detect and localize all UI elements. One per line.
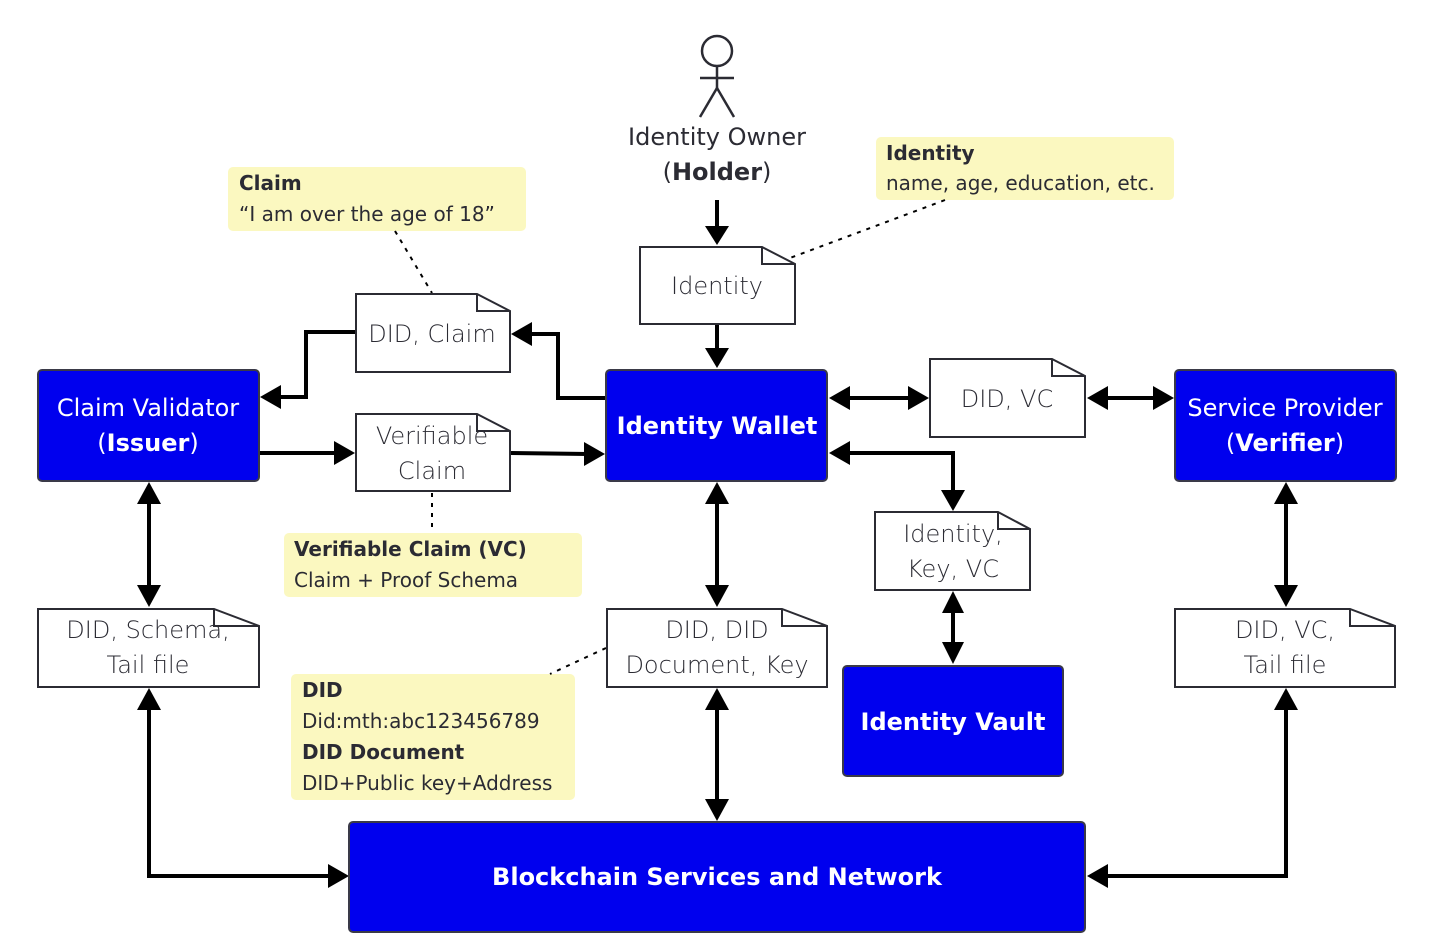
svg-text:Blockchain Services and Networ: Blockchain Services and Network	[492, 863, 943, 891]
note-did: DID Did:mth:abc123456789 DID Document DI…	[291, 674, 575, 800]
arrowhead	[705, 482, 729, 504]
svg-text:Tail file: Tail file	[1244, 651, 1327, 679]
svg-text:DID, VC: DID, VC	[961, 385, 1053, 413]
actor-role: (Holder)	[663, 158, 772, 186]
arrowhead	[941, 490, 965, 511]
document-icon	[355, 293, 511, 373]
document-identity-key-vc[interactable]: Identity, Key, VC	[874, 511, 1031, 591]
connector-wallet-didclaim	[528, 332, 606, 400]
svg-text:Claim Validator: Claim Validator	[57, 394, 239, 422]
connector-wallet-vaultdoc	[845, 451, 955, 494]
document-icon	[639, 246, 796, 325]
note-claim: Claim “I am over the age of 18”	[228, 167, 526, 231]
actor-label: Identity Owner	[628, 123, 806, 151]
document-did-schema-tail[interactable]: DID, Schema, Tail file	[37, 608, 260, 688]
arrowhead	[942, 642, 964, 664]
arrowhead	[829, 386, 850, 410]
identity-owner-actor[interactable]: Identity Owner (Holder)	[628, 34, 806, 186]
note-did-document-title: DID Document	[302, 740, 465, 764]
arrowhead	[511, 322, 532, 346]
arrowhead	[137, 585, 161, 607]
arrowhead	[829, 441, 850, 465]
document-did-vc-tail[interactable]: DID, VC, Tail file	[1174, 608, 1396, 688]
svg-text:(Verifier): (Verifier)	[1226, 429, 1344, 457]
document-icon	[1174, 608, 1396, 688]
arrowhead	[705, 688, 729, 710]
note-identity-title: Identity	[886, 141, 975, 165]
svg-text:Service Provider: Service Provider	[1187, 394, 1382, 422]
arrowhead	[1274, 585, 1298, 607]
svg-text:DID, VC,: DID, VC,	[1235, 616, 1335, 644]
arrowhead	[260, 385, 281, 409]
arrowhead	[705, 226, 729, 245]
svg-text:Key, VC: Key, VC	[907, 555, 999, 583]
svg-text:DID, DID: DID, DID	[665, 616, 768, 644]
claim-note-link	[394, 230, 433, 294]
arrowhead	[584, 442, 605, 466]
node-blockchain-network[interactable]: Blockchain Services and Network	[348, 821, 1086, 933]
document-icon	[37, 608, 260, 688]
arrowhead	[1274, 482, 1298, 504]
arrowhead	[705, 799, 729, 821]
svg-text:Identity,: Identity,	[903, 520, 1003, 548]
document-icon	[874, 511, 1031, 591]
connector-vc-wallet	[510, 451, 589, 456]
note-vc-title: Verifiable Claim (VC)	[294, 537, 527, 561]
arrowhead	[1274, 688, 1298, 710]
document-icon	[929, 358, 1086, 438]
note-claim-title: Claim	[239, 171, 302, 195]
svg-text:Tail file: Tail file	[107, 651, 190, 679]
note-did-value: Did:mth:abc123456789	[302, 709, 540, 733]
did-note-link	[549, 647, 607, 675]
svg-text:Claim: Claim	[398, 457, 466, 485]
arrowhead	[1087, 864, 1108, 888]
svg-text:Identity Wallet: Identity Wallet	[617, 412, 818, 440]
node-claim-validator[interactable]: Claim Validator (Issuer)	[37, 369, 260, 482]
stick-figure-icon	[698, 34, 736, 118]
svg-text:Identity Vault: Identity Vault	[861, 708, 1046, 736]
note-identity-body: name, age, education, etc.	[886, 171, 1155, 195]
document-did-vc[interactable]: DID, VC	[929, 358, 1086, 438]
connector-tail-blockchain	[1103, 706, 1288, 878]
arrowhead	[705, 348, 729, 368]
node-identity-vault[interactable]: Identity Vault	[842, 665, 1064, 777]
note-identity: Identity name, age, education, etc.	[876, 137, 1174, 200]
svg-text:Verifiable: Verifiable	[376, 422, 488, 450]
arrowhead	[1153, 386, 1174, 410]
connector-schema-blockchain	[147, 706, 332, 878]
document-did-claim[interactable]: DID, Claim	[355, 293, 511, 373]
document-icon	[355, 413, 511, 492]
svg-text:Identity: Identity	[671, 272, 763, 300]
arrowhead	[328, 864, 349, 888]
arrowhead	[334, 441, 355, 465]
identity-note-link	[789, 199, 946, 259]
svg-text:(Issuer): (Issuer)	[97, 429, 198, 457]
arrowhead	[137, 688, 161, 710]
svg-text:DID, Claim: DID, Claim	[368, 320, 495, 348]
arrowhead	[1087, 386, 1108, 410]
connectors	[137, 200, 1298, 888]
svg-text:Document, Key: Document, Key	[625, 651, 808, 679]
arrowhead	[137, 482, 161, 504]
arrowhead	[942, 591, 964, 613]
arrowhead	[908, 386, 929, 410]
document-verifiable-claim[interactable]: Verifiable Claim	[355, 413, 511, 492]
document-identity[interactable]: Identity	[639, 246, 796, 325]
note-did-document-value: DID+Public key+Address	[302, 771, 552, 795]
note-claim-body: “I am over the age of 18”	[239, 202, 495, 226]
connector-didclaim-validator	[276, 330, 356, 399]
note-verifiable-claim: Verifiable Claim (VC) Claim + Proof Sche…	[284, 533, 582, 597]
document-icon	[606, 608, 828, 688]
node-identity-wallet[interactable]: Identity Wallet	[605, 369, 828, 482]
arrowhead	[705, 585, 729, 607]
node-service-provider[interactable]: Service Provider (Verifier)	[1174, 369, 1397, 482]
note-vc-body: Claim + Proof Schema	[294, 568, 518, 592]
note-did-title: DID	[302, 678, 343, 702]
svg-text:DID, Schema,: DID, Schema,	[66, 616, 229, 644]
document-did-document-key[interactable]: DID, DID Document, Key	[606, 608, 828, 688]
